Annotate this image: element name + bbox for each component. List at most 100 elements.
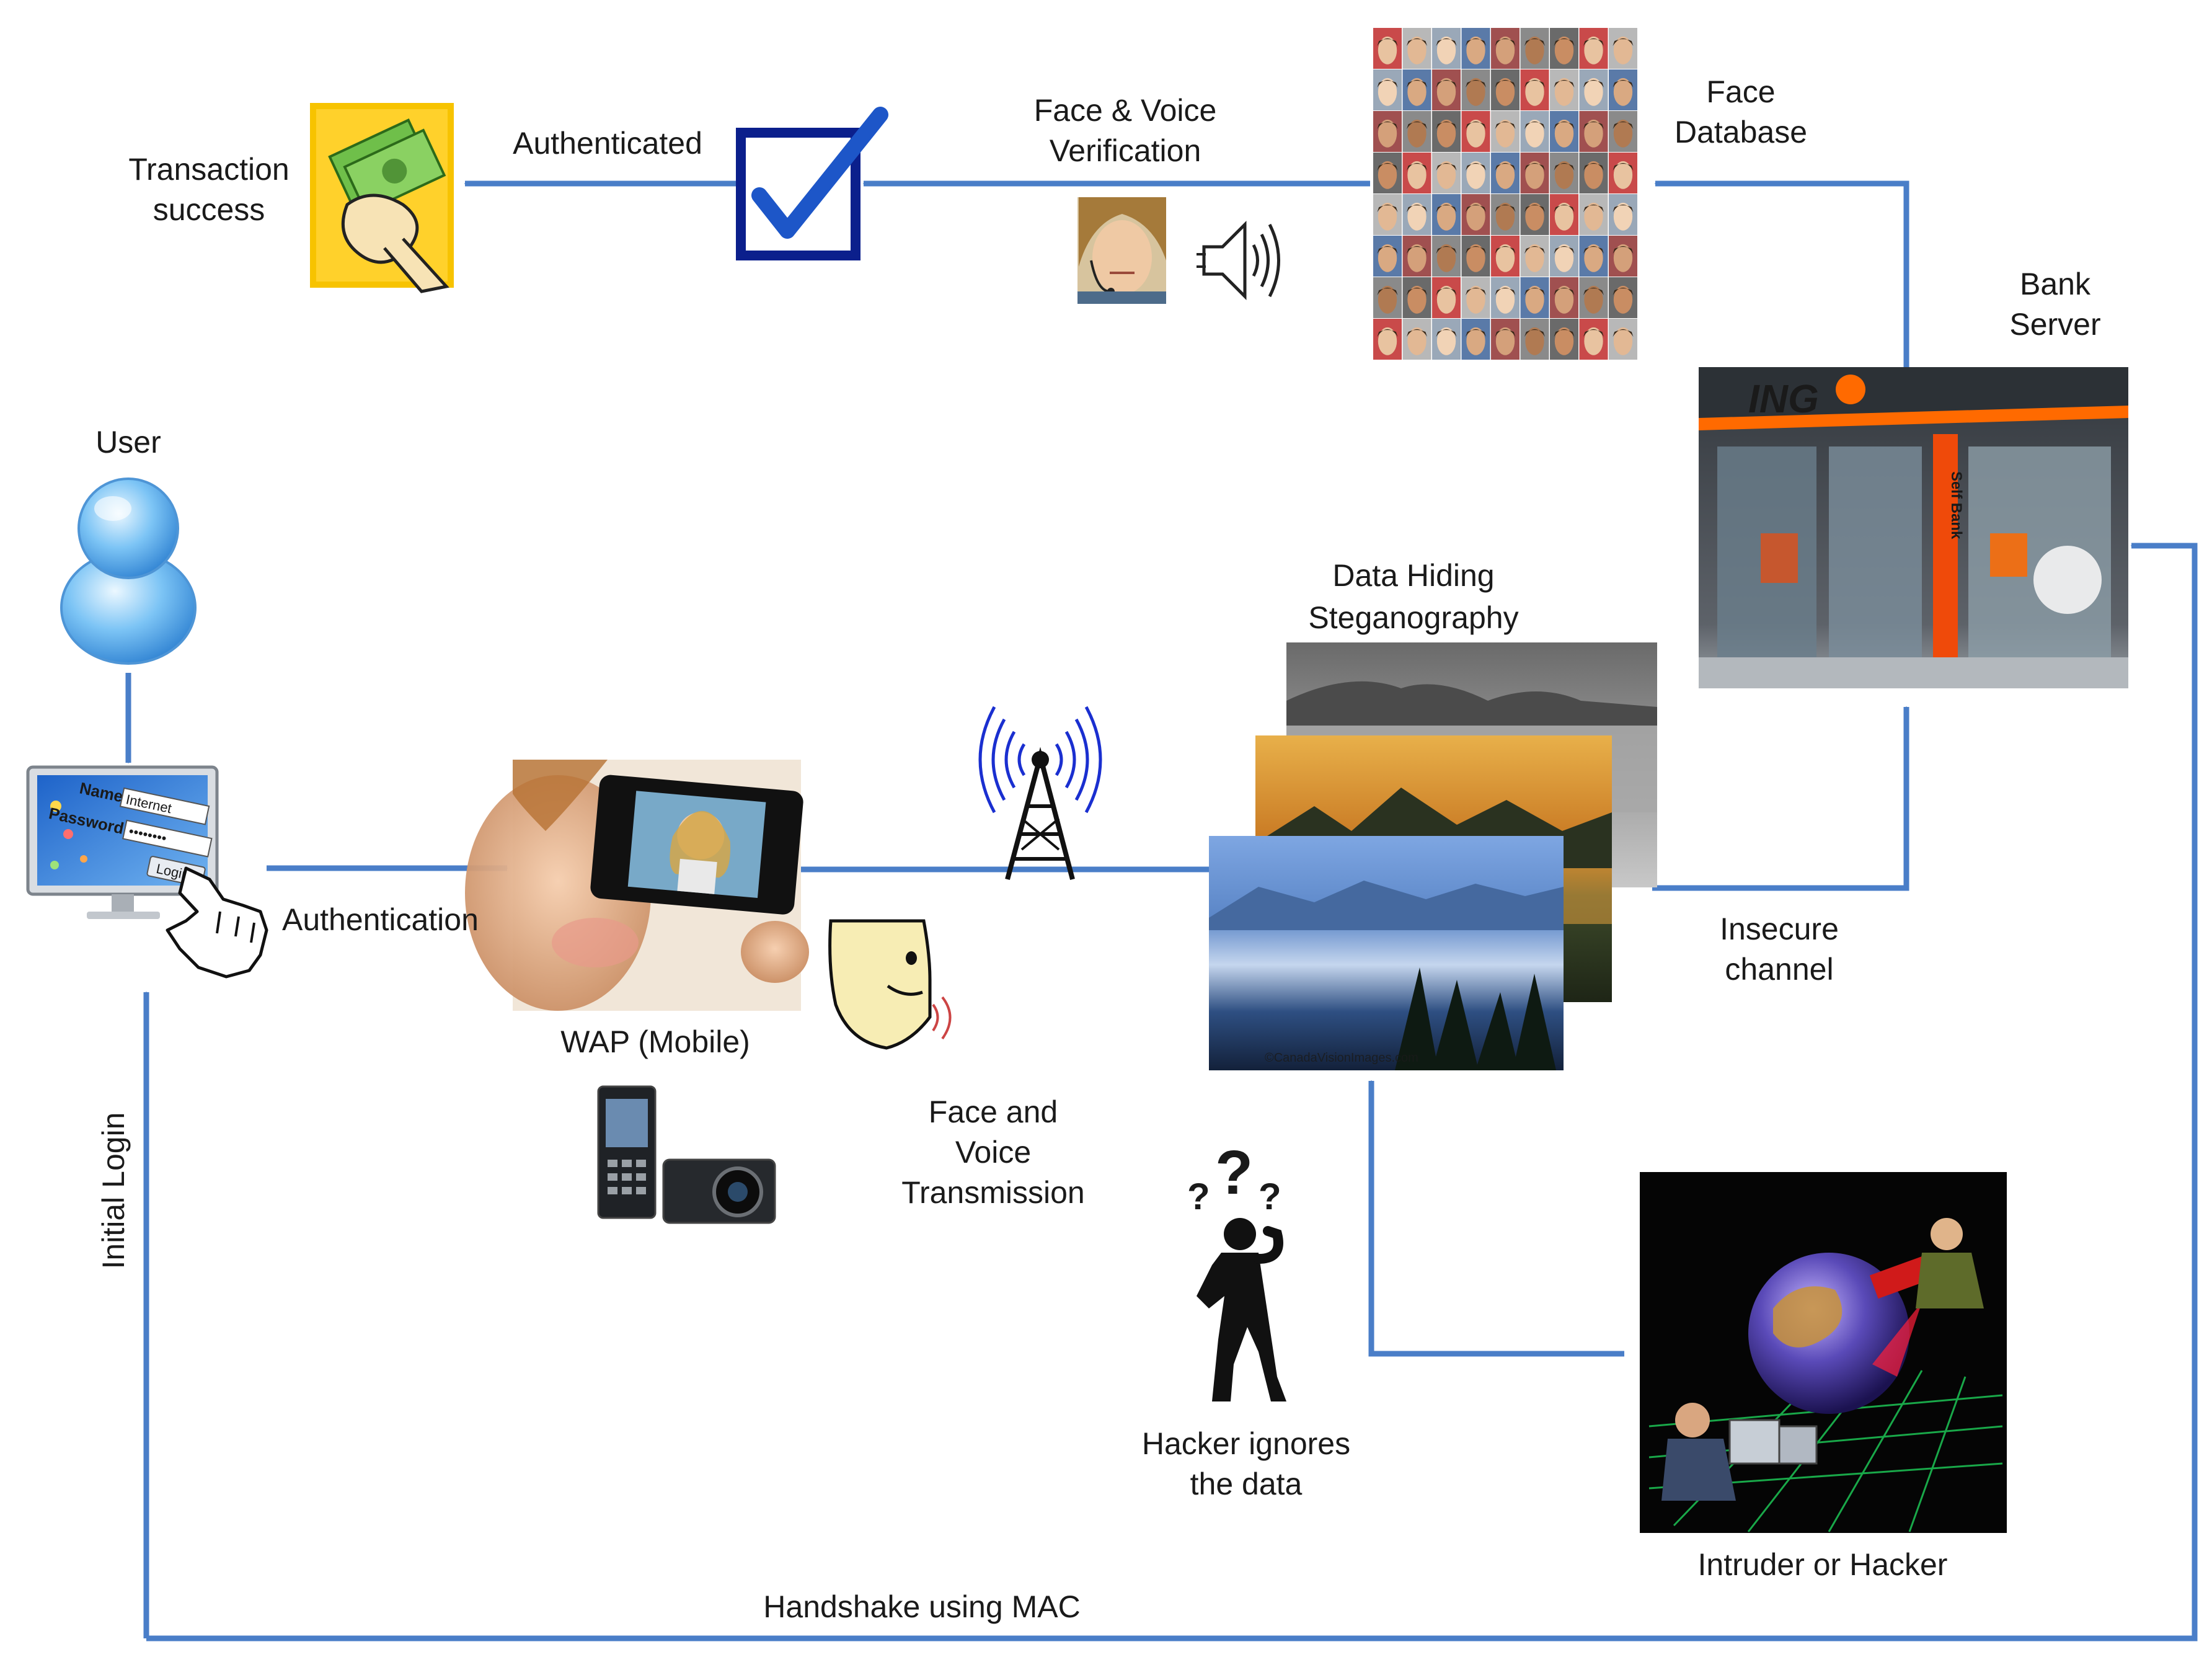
label-transaction-1: Transaction [128, 152, 289, 187]
face-thumbnail [1402, 111, 1431, 152]
label-user: User [95, 425, 161, 460]
label-transmission-3: Transmission [901, 1175, 1084, 1210]
face-thumbnail [1402, 153, 1431, 193]
mobile-phones-icon [597, 1085, 776, 1224]
face-thumbnail [1461, 319, 1490, 360]
face-thumbnail [1461, 69, 1490, 110]
label-face-db-1: Face [1706, 74, 1775, 109]
face-thumbnail [1609, 236, 1637, 277]
face-thumbnail [1550, 111, 1578, 152]
face-thumbnail [1579, 319, 1608, 360]
face-thumbnail [1373, 153, 1402, 193]
label-transmission-2: Voice [955, 1135, 1031, 1170]
face-thumbnail [1373, 28, 1402, 69]
face-thumbnail [1520, 28, 1549, 69]
face-thumbnail [1432, 69, 1461, 110]
face-thumbnail [1550, 236, 1578, 277]
bank-door-sign: Self Bank [1948, 471, 1965, 540]
arrow-handshake-to-bank [2130, 543, 2198, 1641]
face-thumbnail [1520, 319, 1549, 360]
face-thumbnail [1402, 277, 1431, 318]
label-stego-2: Steganography [1308, 600, 1518, 635]
face-thumbnail [1609, 277, 1637, 318]
login-password-field[interactable] [122, 819, 213, 858]
face-thumbnail [1520, 194, 1549, 235]
flow-arrows [125, 180, 2198, 1641]
face-thumbnail [1550, 28, 1578, 69]
label-verification-1: Face & Voice [1034, 93, 1217, 128]
face-thumbnail [1520, 111, 1549, 152]
login-computer-icon: Name Internet Password •••••••• Login [26, 765, 219, 919]
label-authenticated: Authenticated [513, 126, 702, 161]
user-icon [60, 477, 197, 665]
label-authentication: Authentication [282, 902, 479, 937]
face-thumbnail [1402, 236, 1431, 277]
face-thumbnail [1609, 153, 1637, 193]
face-thumbnail [1432, 319, 1461, 360]
bank-sign: ING [1748, 376, 1819, 421]
face-thumbnail [1579, 153, 1608, 193]
face-thumbnail [1520, 69, 1549, 110]
face-database-grid [1373, 28, 1637, 360]
face-thumbnail [1461, 277, 1490, 318]
label-insecure-1: Insecure [1720, 912, 1839, 946]
face-thumbnail [1520, 236, 1549, 277]
face-thumbnail [1491, 153, 1520, 193]
face-thumbnail [1373, 194, 1402, 235]
hand-cursor-icon [166, 866, 268, 979]
login-name-field[interactable] [119, 787, 210, 825]
stego-image-front: ©CanadaVisionImages.com [1209, 836, 1564, 1070]
label-bank-2: Server [2009, 307, 2100, 342]
confused-hacker-icon: ? ? ? [1187, 1138, 1286, 1401]
face-thumbnail [1432, 194, 1461, 235]
face-thumbnail [1373, 236, 1402, 277]
label-insecure-2: channel [1725, 952, 1833, 987]
face-thumbnail [1373, 69, 1402, 110]
face-thumbnail [1491, 277, 1520, 318]
face-thumbnail [1402, 194, 1431, 235]
face-thumbnail [1550, 153, 1578, 193]
face-thumbnail [1373, 319, 1402, 360]
face-thumbnail [1579, 236, 1608, 277]
label-face-db-2: Database [1674, 115, 1807, 149]
face-thumbnail [1550, 319, 1578, 360]
transaction-money-icon [310, 103, 454, 293]
face-thumbnail [1609, 319, 1637, 360]
label-wap-mobile: WAP (Mobile) [560, 1024, 750, 1059]
verification-face-photo [1077, 197, 1166, 304]
steganography-images: ©CanadaVisionImages.com [1209, 642, 1657, 1070]
face-thumbnail [1432, 111, 1461, 152]
face-thumbnail [1609, 69, 1637, 110]
face-thumbnail [1550, 69, 1578, 110]
face-thumbnail [1432, 153, 1461, 193]
bank-server-photo: ING Self Bank [1699, 367, 2128, 688]
face-thumbnail [1609, 111, 1637, 152]
face-thumbnail [1461, 111, 1490, 152]
arrow-intruder-to-stego [1368, 1080, 1624, 1357]
label-stego-1: Data Hiding [1332, 558, 1494, 593]
face-thumbnail [1491, 236, 1520, 277]
face-thumbnail [1550, 277, 1578, 318]
face-thumbnail [1432, 28, 1461, 69]
face-thumbnail [1550, 194, 1578, 235]
face-thumbnail [1402, 28, 1431, 69]
arrow-stego-to-bank [1652, 706, 1909, 891]
face-thumbnail [1432, 277, 1461, 318]
face-thumbnail [1491, 194, 1520, 235]
label-hacker-ignores-2: the data [1190, 1467, 1303, 1501]
face-thumbnail [1461, 236, 1490, 277]
intruder-hacker-photo [1640, 1172, 2007, 1533]
face-thumbnail [1609, 194, 1637, 235]
label-handshake: Handshake using MAC [763, 1589, 1080, 1624]
face-thumbnail [1491, 28, 1520, 69]
face-thumbnail [1432, 236, 1461, 277]
face-thumbnail [1373, 111, 1402, 152]
label-verification-2: Verification [1050, 133, 1201, 168]
authenticated-check-icon [736, 107, 888, 260]
question-mark-right: ? [1259, 1176, 1281, 1217]
labels: User Authentication WAP (Mobile) Face an… [95, 74, 2100, 1624]
face-thumbnail [1579, 111, 1608, 152]
face-thumbnail [1609, 28, 1637, 69]
question-mark-center: ? [1215, 1138, 1253, 1207]
